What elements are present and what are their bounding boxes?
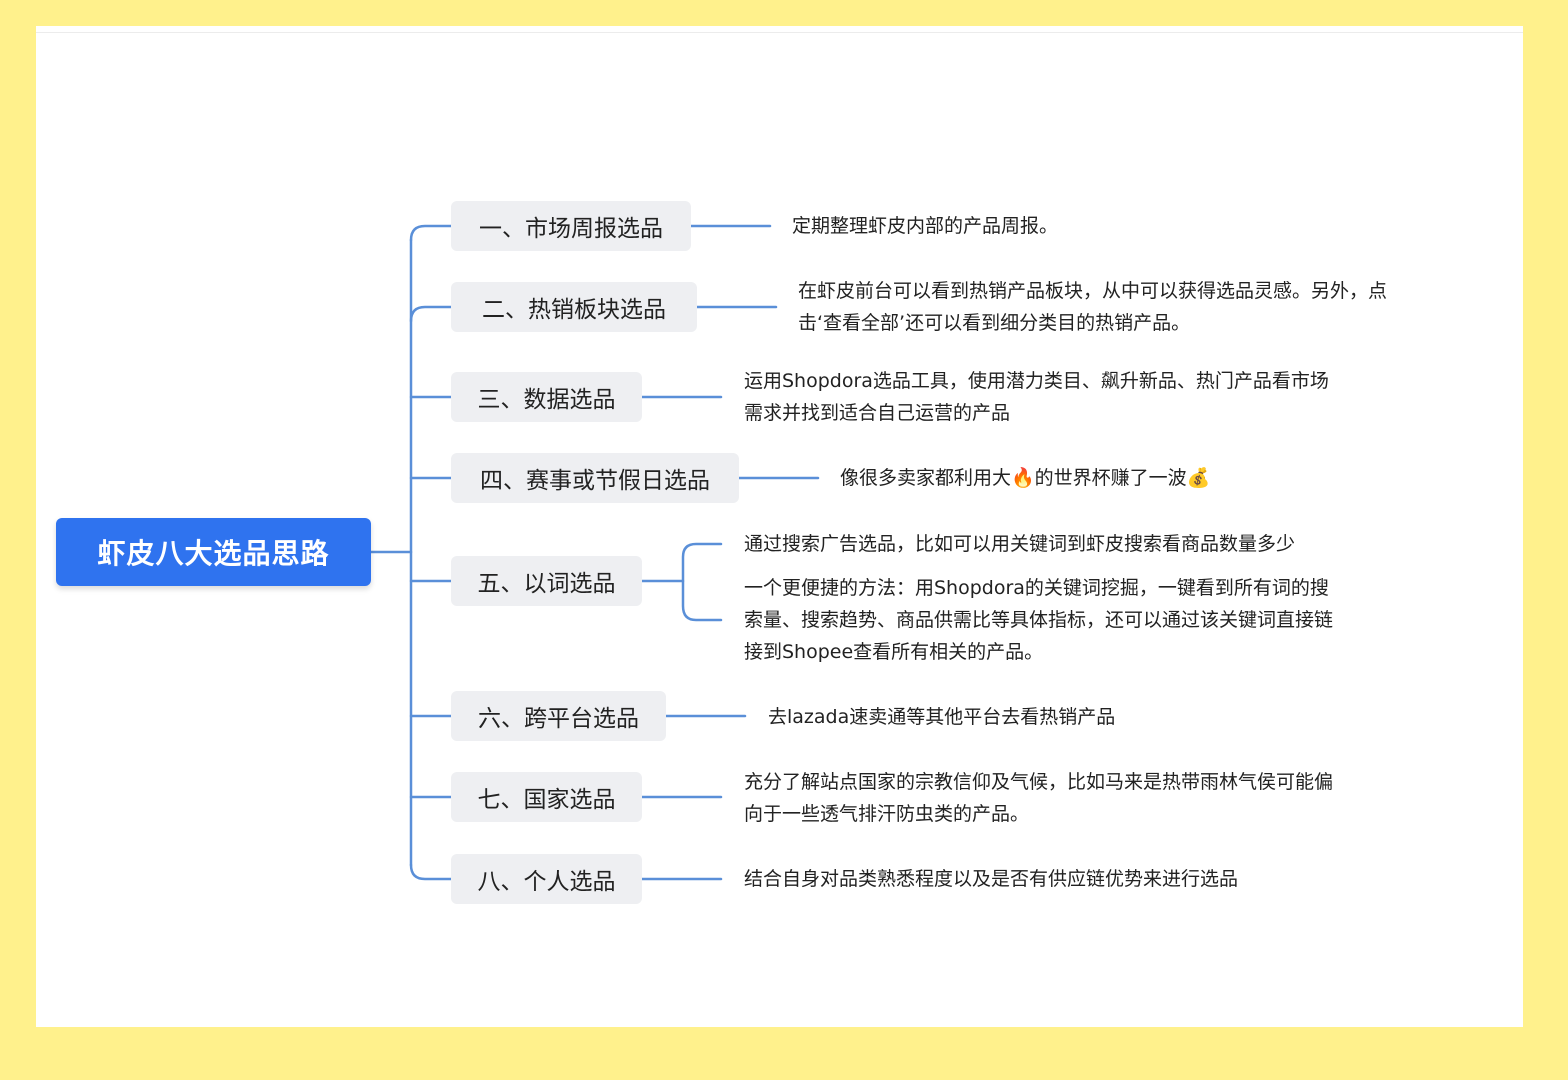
branch-node-5[interactable]: 五、以词选品 bbox=[451, 556, 642, 606]
canvas-divider bbox=[36, 32, 1523, 33]
branch-node-3[interactable]: 三、数据选品 bbox=[451, 372, 642, 422]
branch-node-1[interactable]: 一、市场周报选品 bbox=[451, 201, 691, 251]
detail-text-5b[interactable]: 一个更便捷的方法：用Shopdora的关键词挖掘，一键看到所有词的搜 索量、搜索… bbox=[744, 577, 1334, 663]
detail-text-8[interactable]: 结合自身对品类熟悉程度以及是否有供应链优势来进行选品 bbox=[744, 868, 1239, 890]
branch-node-8[interactable]: 八、个人选品 bbox=[451, 854, 642, 904]
root-node[interactable]: 虾皮八大选品思路 bbox=[56, 518, 371, 586]
branch-node-2[interactable]: 二、热销板块选品 bbox=[451, 282, 697, 332]
branch-node-6[interactable]: 六、跨平台选品 bbox=[451, 691, 666, 741]
detail-text-7[interactable]: 充分了解站点国家的宗教信仰及气候，比如马来是热带雨林气侯可能偏 向于一些透气排汗… bbox=[744, 771, 1334, 825]
detail-text-4[interactable]: 像很多卖家都利用大🔥的世界杯赚了一波💰 bbox=[840, 467, 1211, 489]
branch-node-4[interactable]: 四、赛事或节假日选品 bbox=[451, 453, 739, 503]
branch-node-7[interactable]: 七、国家选品 bbox=[451, 772, 642, 822]
detail-text-2[interactable]: 在虾皮前台可以看到热销产品板块，从中可以获得选品灵感。另外，点 击‘查看全部’还… bbox=[798, 280, 1388, 334]
detail-text-6[interactable]: 去lazada速卖通等其他平台去看热销产品 bbox=[768, 706, 1116, 728]
detail-text-1[interactable]: 定期整理虾皮内部的产品周报。 bbox=[792, 215, 1059, 237]
detail-text-5a[interactable]: 通过搜索广告选品，比如可以用关键词到虾皮搜索看商品数量多少 bbox=[744, 533, 1296, 555]
detail-text-3[interactable]: 运用Shopdora选品工具，使用潜力类目、飙升新品、热门产品看市场 需求并找到… bbox=[744, 370, 1329, 424]
